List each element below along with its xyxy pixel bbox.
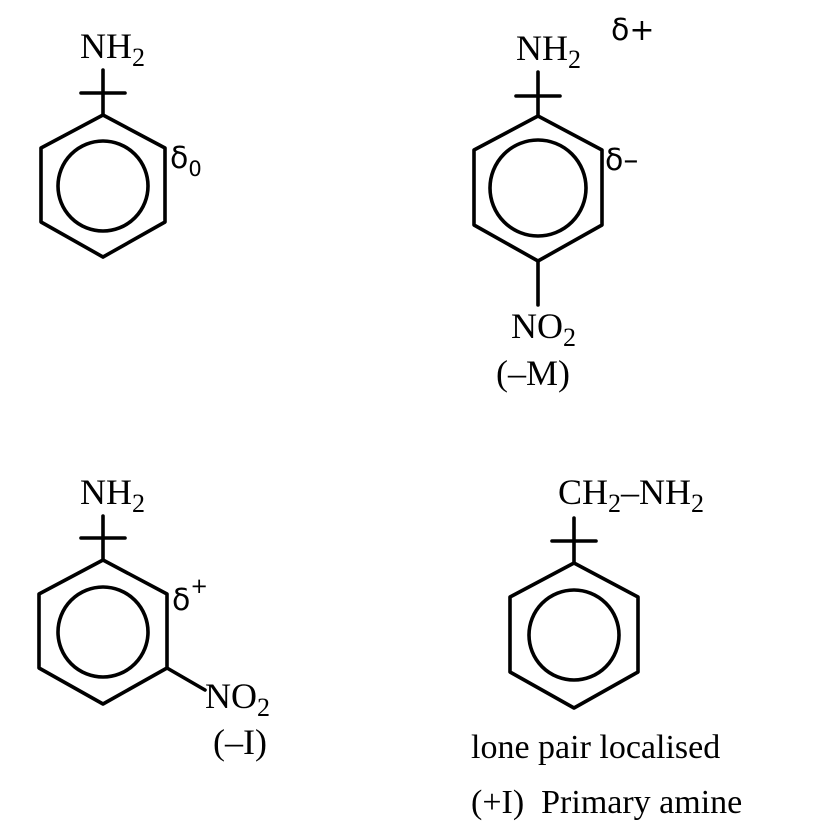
meta-nitro-label: NO2 (205, 676, 270, 722)
benzyl-note-lone-pair: lone pair localised (471, 729, 720, 766)
meta-nitroaniline-ring (37, 558, 169, 706)
para-amine-label: NH2 (516, 28, 581, 74)
para-ring-charge: δ– (605, 143, 638, 178)
benzylamine-structure: CH2–NH2 lone pair localised (+I) Primary… (471, 472, 742, 821)
benzyl-group-label: CH2–NH2 (558, 472, 704, 518)
para-nitro-label: NO2 (511, 306, 576, 352)
aniline-ring-charge: δ0 (170, 141, 202, 181)
meta-nitroaniline-structure: NH2 δ+ NO2 (–I) (37, 472, 270, 762)
meta-amine-label: NH2 (80, 472, 145, 518)
para-nitroaniline-ring (472, 114, 604, 263)
aniline-amine-label: NH2 (80, 26, 145, 72)
meta-effect-label: (–I) (213, 722, 267, 762)
benzyl-note-effect: (+I) Primary amine (471, 784, 742, 821)
meta-ring-charge: δ+ (172, 574, 208, 618)
meta-nitro-bond (165, 666, 207, 692)
para-effect-label: (–M) (496, 353, 570, 393)
benzylamine-ring (508, 561, 640, 710)
aniline-structure: NH2 δ0 (39, 26, 202, 259)
aniline-ring (39, 113, 167, 259)
para-nitroaniline-structure: NH2 δ+ δ– NO2 (–M) (472, 13, 655, 393)
para-amine-charge: δ+ (611, 13, 655, 48)
